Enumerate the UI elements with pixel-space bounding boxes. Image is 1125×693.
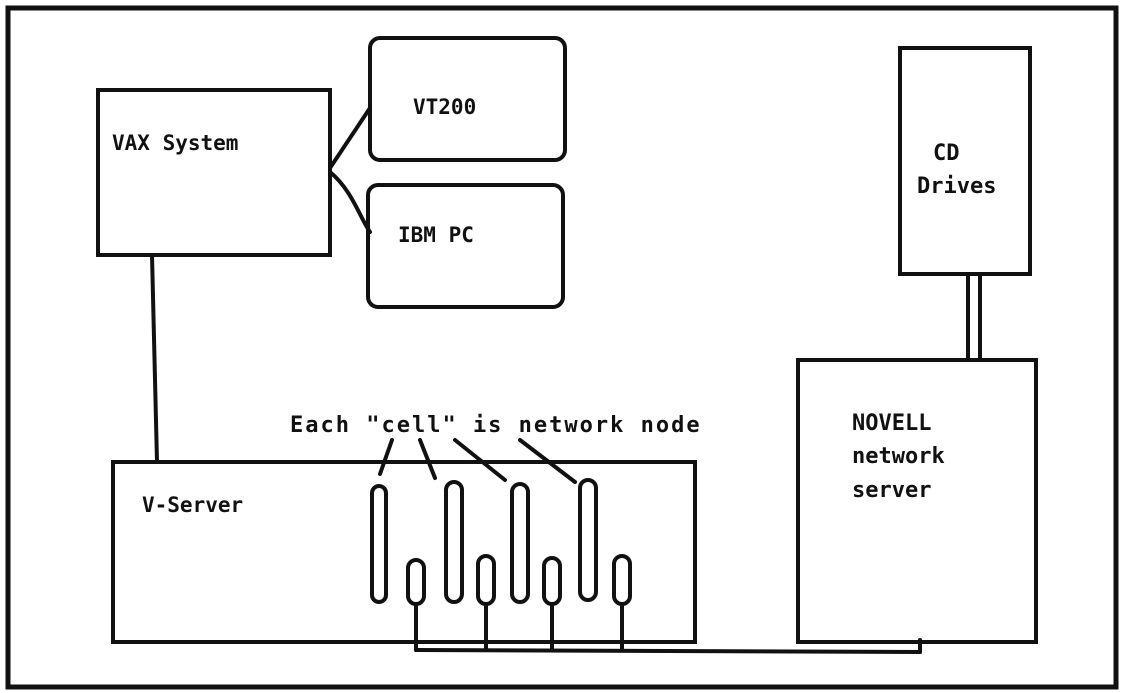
cell-slot-3	[510, 482, 530, 604]
cell-slot-1	[370, 484, 388, 604]
v-server-node: V-Server	[111, 460, 697, 644]
network-label: network	[852, 444, 945, 469]
cell-port-4	[612, 554, 632, 606]
cell-annotation: Each "cell" is network node	[290, 413, 702, 438]
vax-system-node: VAX System	[96, 88, 332, 257]
network-bus	[414, 648, 922, 654]
cell-port-3	[542, 556, 562, 606]
v-server-label: V-Server	[142, 493, 243, 517]
cell-port-1	[406, 558, 426, 606]
cell-slot-4	[578, 478, 598, 602]
vax-system-label: VAX System	[112, 131, 238, 155]
vax-to-vt200-connector	[328, 106, 372, 170]
outer-frame	[5, 5, 1119, 690]
cell-port-2	[476, 554, 496, 606]
ibm-pc-node: IBM PC	[366, 183, 565, 309]
annotation-pointer-1	[378, 438, 394, 476]
vt200-node: VT200	[368, 36, 567, 162]
annotation-pointer-2	[418, 438, 437, 480]
vax-to-ibm-pc-connector	[328, 170, 372, 234]
novell-label: NOVELL	[852, 411, 931, 436]
drives-label: Drives	[917, 174, 996, 199]
ibm-pc-label: IBM PC	[398, 223, 474, 247]
server-label: server	[852, 478, 931, 503]
cell-slot-2	[444, 480, 464, 604]
vt200-label: VT200	[413, 95, 476, 119]
vax-to-v-server-connector	[150, 253, 159, 464]
cd-drives-node: CD Drives	[898, 46, 1032, 276]
cd-label: CD	[933, 141, 960, 166]
novell-server-node: NOVELL network server	[796, 358, 1038, 644]
